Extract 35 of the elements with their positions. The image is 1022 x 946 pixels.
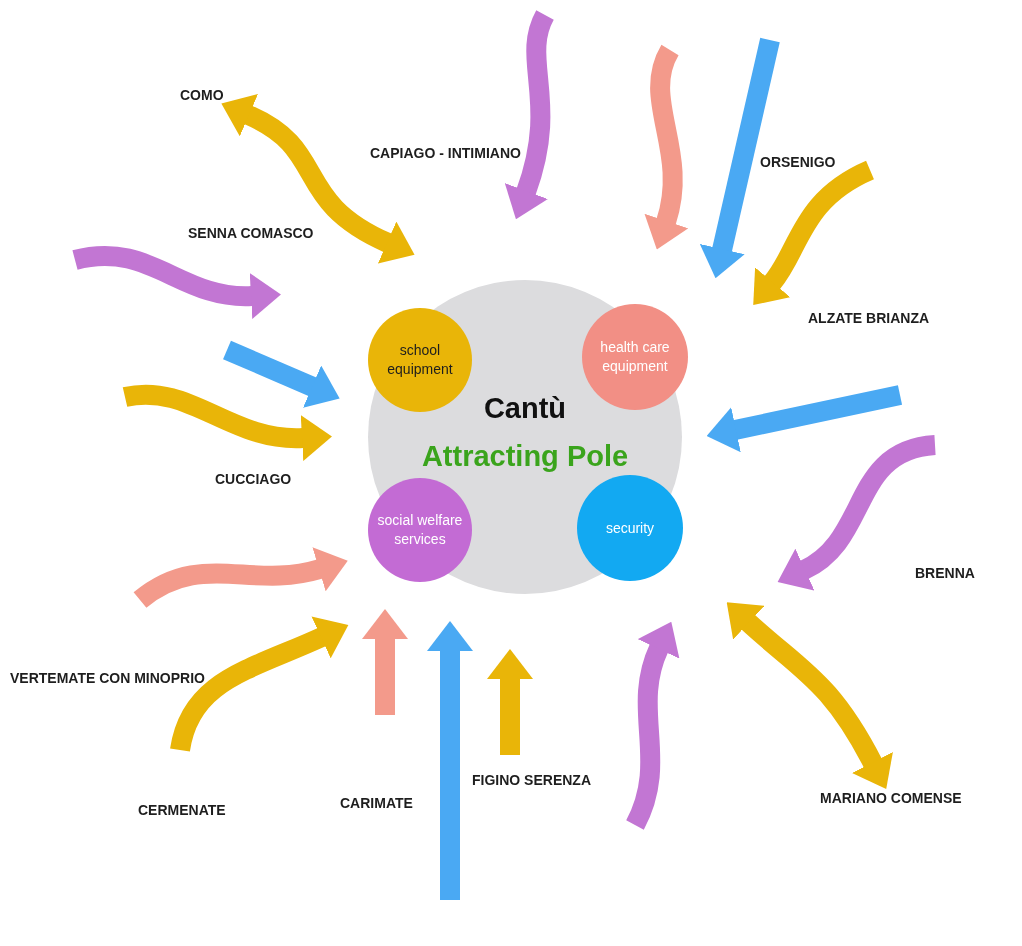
arrow xyxy=(73,246,281,319)
town-label: SENNA COMASCO xyxy=(188,225,314,241)
arrow xyxy=(504,10,555,220)
pole-title: Attracting Pole xyxy=(420,440,630,473)
arrow xyxy=(427,621,473,900)
arrow xyxy=(487,649,533,755)
arrow xyxy=(625,620,681,830)
arrow xyxy=(726,602,893,789)
service-label: school equipment xyxy=(386,341,454,379)
arrow xyxy=(362,609,408,715)
town-label: CAPIAGO - INTIMIANO xyxy=(370,145,521,161)
town-label: ALZATE BRIANZA xyxy=(808,310,930,326)
arrow xyxy=(754,161,875,307)
arrow xyxy=(644,45,689,251)
town-label: BRENNA xyxy=(915,565,975,581)
town-label: ORSENIGO xyxy=(760,154,836,170)
arrow xyxy=(123,384,332,461)
service-label: health care equipment xyxy=(599,338,671,376)
arrow xyxy=(778,435,937,590)
town-label: MARIANO COMENSE xyxy=(820,790,962,806)
town-label: FIGINO SERENZA xyxy=(472,772,591,788)
service-label: security xyxy=(604,518,656,538)
arrow xyxy=(223,340,340,408)
town-label: CARIMATE xyxy=(340,795,413,811)
town-label: COMO xyxy=(180,87,224,103)
arrow xyxy=(170,616,349,753)
town-label: CUCCIAGO xyxy=(215,471,292,487)
town-label: CERMENATE xyxy=(138,802,226,818)
arrow xyxy=(706,385,903,453)
arrow xyxy=(699,37,780,279)
arrow xyxy=(134,546,349,609)
arrow xyxy=(222,94,414,264)
town-label: VERTEMATE CON MINOPRIO xyxy=(10,670,205,686)
service-label: social welfare services xyxy=(376,511,464,549)
city-name: Cantù xyxy=(482,392,568,425)
